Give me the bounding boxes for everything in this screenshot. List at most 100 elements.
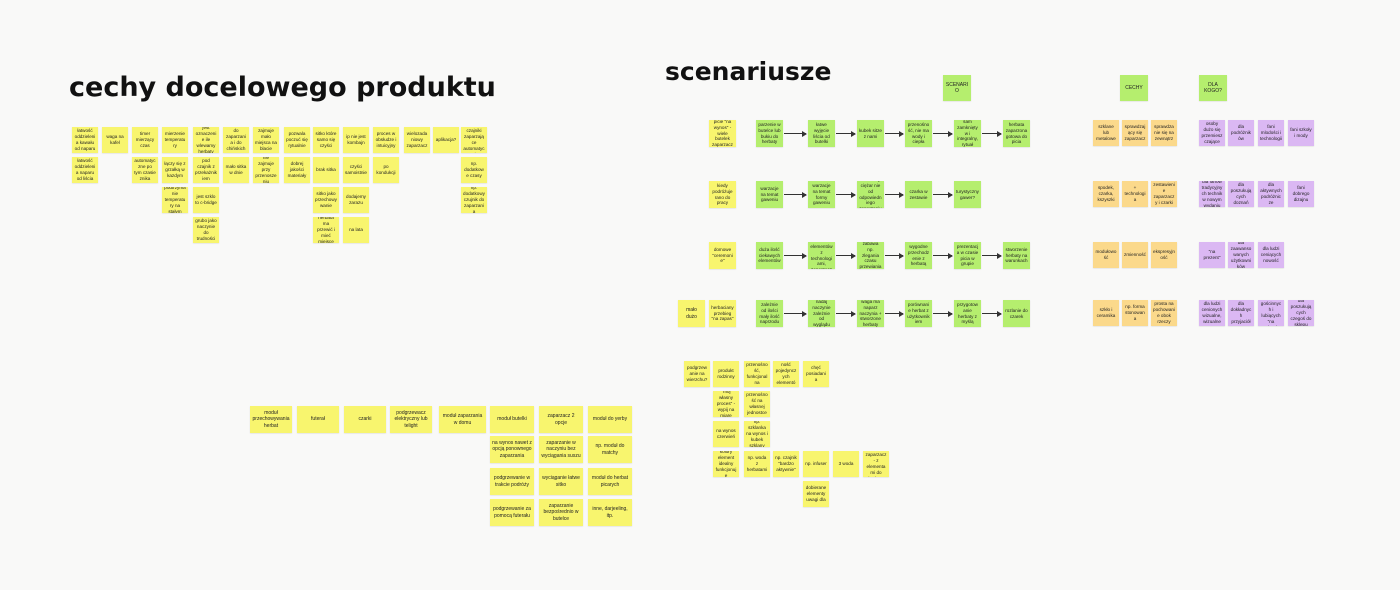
feature-note[interactable]: timer mierzący czas — [132, 127, 158, 153]
module-note[interactable]: moduł zaparzania w domu — [439, 406, 486, 433]
audience-tag[interactable]: dla gościnnych i lubiących "na pochwałe" — [1258, 300, 1284, 326]
scenario-step[interactable]: turystyczny gawer? — [954, 181, 981, 208]
module-note[interactable]: podgrzewanie za pomocą futerału — [490, 499, 534, 526]
audience-tag[interactable]: "na prezent" — [1199, 242, 1225, 268]
module-note[interactable]: moduł butelki — [490, 406, 534, 433]
scenario-step[interactable]: zależnie od ilości mały ilość naprzodu — [756, 300, 783, 327]
feature-note[interactable]: wielozadaniowy zaparzacz — [404, 127, 430, 153]
scenario-step[interactable]: porównanie herbat z użytkownikiem — [905, 300, 932, 327]
feature-note[interactable]: jest oznaczenie ile wlewamy herbaty — [193, 127, 219, 153]
scenario-note[interactable]: chęć posiadania — [803, 361, 829, 387]
scenario-step[interactable]: sam zamknięty w i integralny, rytuał — [954, 120, 981, 147]
audience-tag[interactable]: dla dokładnych przyjaciół — [1228, 300, 1254, 326]
scenario-step[interactable]: przygotowanie herbaty z myślą — [954, 300, 981, 327]
feature-tag[interactable]: + technologia — [1122, 181, 1148, 207]
audience-tag[interactable]: dla podróżników — [1228, 120, 1254, 146]
scenario-step[interactable]: rozlanie do czarek — [1003, 300, 1030, 327]
audience-tag[interactable]: fani dobrego dizajnu — [1288, 181, 1314, 207]
scenario-note[interactable]: przenośność, funkcjonalna — [744, 361, 770, 387]
feature-tag[interactable]: sprawdzanie się na zewnątrz — [1151, 120, 1177, 146]
features-header[interactable]: CECHY — [1120, 75, 1148, 101]
feature-note[interactable]: mierzenie temperatury — [162, 127, 188, 153]
scenario-note[interactable]: 3 woda — [833, 451, 859, 477]
feature-note[interactable]: brak sitka — [313, 157, 339, 183]
audience-tag[interactable]: dla ludzi ceniących nowość — [1258, 242, 1284, 268]
side-label[interactable]: mało dużo — [678, 300, 705, 327]
scenario-step[interactable]: kubek sitze z nami — [857, 120, 884, 147]
scenario-step[interactable]: przenośność, nie ma wody i ciepła — [905, 120, 932, 147]
scenario-step[interactable]: herbata zaparzona gotowa do picia — [1003, 120, 1030, 147]
audience-tag[interactable]: dla fanów tradycyjnych technik w nowym w… — [1199, 181, 1225, 207]
scenario-note[interactable]: podgrzewanie na wierzchu? — [684, 361, 710, 387]
feature-note[interactable]: pod czajnik z przekażnikiem — [193, 157, 219, 183]
feature-tag[interactable]: ekspresyjność — [1151, 242, 1177, 268]
scenario-step[interactable]: czarka w zestawie — [905, 181, 932, 208]
feature-note[interactable]: łączy się z grzałką w kazdym — [162, 157, 188, 183]
scenario-note[interactable]: produkt rodzinny — [713, 361, 739, 387]
scenario-step[interactable]: waga ma naparz naczynia + stworzone herb… — [857, 300, 884, 327]
audience-tag[interactable]: dla aktywnych podróżnicze — [1258, 181, 1284, 207]
feature-tag[interactable]: spodek, czarka, kszyszki — [1093, 181, 1119, 207]
feature-note[interactable]: jest szklo to c-bridge — [193, 187, 219, 213]
feature-note[interactable]: dobrej jakości materiały — [284, 157, 310, 183]
audience-header[interactable]: DLA KOGO? — [1199, 75, 1227, 101]
audience-tag[interactable]: dla ludzi cenionych wizualne, wizualne — [1199, 300, 1225, 326]
module-note[interactable]: czarki — [344, 406, 386, 433]
scenario-step[interactable]: szkodliwy ciężar nie od odpowiedniego za… — [857, 181, 884, 208]
scenario-label[interactable]: domowe "ceremonie" — [709, 242, 736, 269]
audience-tag[interactable]: dla zaawansowanych użytkowników — [1228, 242, 1254, 268]
scenario-step[interactable]: łatwe wyjęcie liścia od butelki — [808, 120, 835, 147]
feature-note[interactable]: proces w obsłudze i intuicyjny — [373, 127, 399, 153]
feature-note[interactable]: po kondukcji — [373, 157, 399, 183]
scenario-step[interactable]: wygodne przechodzenie z herbatą — [905, 242, 932, 269]
feature-note[interactable]: do zaparzania i do chińskich — [223, 127, 249, 153]
scenario-step[interactable]: warzacje na temat formy gaweniu — [808, 181, 835, 208]
scenario-note[interactable]: na wynos czerwień — [713, 421, 739, 447]
module-note[interactable]: np. moduł do matchy — [588, 436, 632, 463]
module-note[interactable]: inne, darjeeling, itp. — [588, 499, 632, 526]
feature-note[interactable]: dostępne czajniki zaparzające automatycz… — [461, 127, 487, 153]
scenario-label[interactable]: herbaciany przebieg "na zapas" — [709, 300, 736, 327]
feature-note[interactable]: herbata ma przewić i mieć miejsce — [313, 217, 339, 243]
scenario-note[interactable]: funkcjonalność pojedynczych elementów — [773, 361, 799, 387]
feature-note[interactable]: grubo jako naczynie do trudności — [193, 217, 219, 243]
module-note[interactable]: podgrzewacz elektryczny lub telight — [390, 406, 432, 433]
scenario-step[interactable]: duża ilość ciekawych elementów — [756, 242, 783, 269]
feature-note[interactable]: zajmuje mało miejsca na blacie — [253, 127, 279, 153]
feature-note[interactable]: sitko jako przechowywanie — [313, 187, 339, 213]
feature-tag[interactable]: szkło i ceramika — [1093, 300, 1119, 326]
feature-note[interactable]: podtrzymanie temperatury na stałym — [162, 187, 188, 213]
feature-note[interactable]: automatyczne po tym czasie znika — [132, 157, 158, 183]
module-note[interactable]: podgrzewanie w trakcie podróży — [490, 468, 534, 495]
feature-note[interactable]: czyści samoistnie — [343, 157, 369, 183]
audience-tag[interactable]: osoby dużo się przemieszczające — [1199, 120, 1225, 146]
scenario-step[interactable]: koordynacja elementów z technologiami, z… — [808, 242, 835, 269]
module-note[interactable]: futerał — [297, 406, 339, 433]
audience-tag[interactable]: fani szkoły i mody — [1288, 120, 1314, 146]
audience-tag[interactable]: dla poszukujących czegoś do sklepu — [1288, 300, 1314, 326]
scenario-step[interactable]: nadaj naczynie zależnie od wyglądu — [808, 300, 835, 327]
feature-tag[interactable]: modułowość — [1093, 242, 1119, 268]
feature-tag[interactable]: zmienność — [1122, 242, 1148, 268]
module-note[interactable]: moduł do yerby — [588, 406, 632, 433]
scenario-note[interactable]: np. szklanka na wynos i kubek szklany — [744, 421, 770, 447]
feature-note[interactable]: waga na kafel — [102, 127, 128, 153]
feature-tag[interactable]: prosta na pochowanie obok rzeczy — [1151, 300, 1177, 326]
feature-note[interactable]: łatwość oddzielenia naparu od liścia — [72, 157, 98, 183]
scenario-label[interactable]: kiedy podróżuje rano do pracy — [709, 181, 736, 208]
scenario-note[interactable]: np. czajnik "bardzo aktywnie" — [773, 451, 799, 477]
scenario-step[interactable]: prezentacja w czasie picia w grupie — [954, 242, 981, 269]
audience-tag[interactable]: fani mlodości i technologii — [1258, 120, 1284, 146]
module-note[interactable]: wyciąganie łatwe sitko — [539, 468, 583, 495]
module-note[interactable]: zaparzacz 2 opcje — [539, 406, 583, 433]
scenario-note[interactable]: przenośność na własnej jednostce — [744, 391, 770, 417]
feature-note[interactable]: mało sitka w dnie — [223, 157, 249, 183]
module-note[interactable]: zaparzanie w naczyniu bez wyciągania sus… — [539, 436, 583, 463]
feature-tag[interactable]: zestawienie zaparzaczy i czarki — [1151, 181, 1177, 207]
audience-tag[interactable]: dla poszukujących doznań — [1228, 181, 1254, 207]
module-note[interactable]: moduł przechowywania herbat — [250, 406, 292, 433]
scenario-note[interactable]: np. woda z herbatami — [744, 451, 770, 477]
scenario-step[interactable]: zabawa np. zlegania czasu przewiania — [857, 242, 884, 269]
feature-tag[interactable]: sprawdzający się zaparzacz — [1122, 120, 1148, 146]
feature-note[interactable]: np. dodatkowe czasy — [461, 157, 487, 183]
